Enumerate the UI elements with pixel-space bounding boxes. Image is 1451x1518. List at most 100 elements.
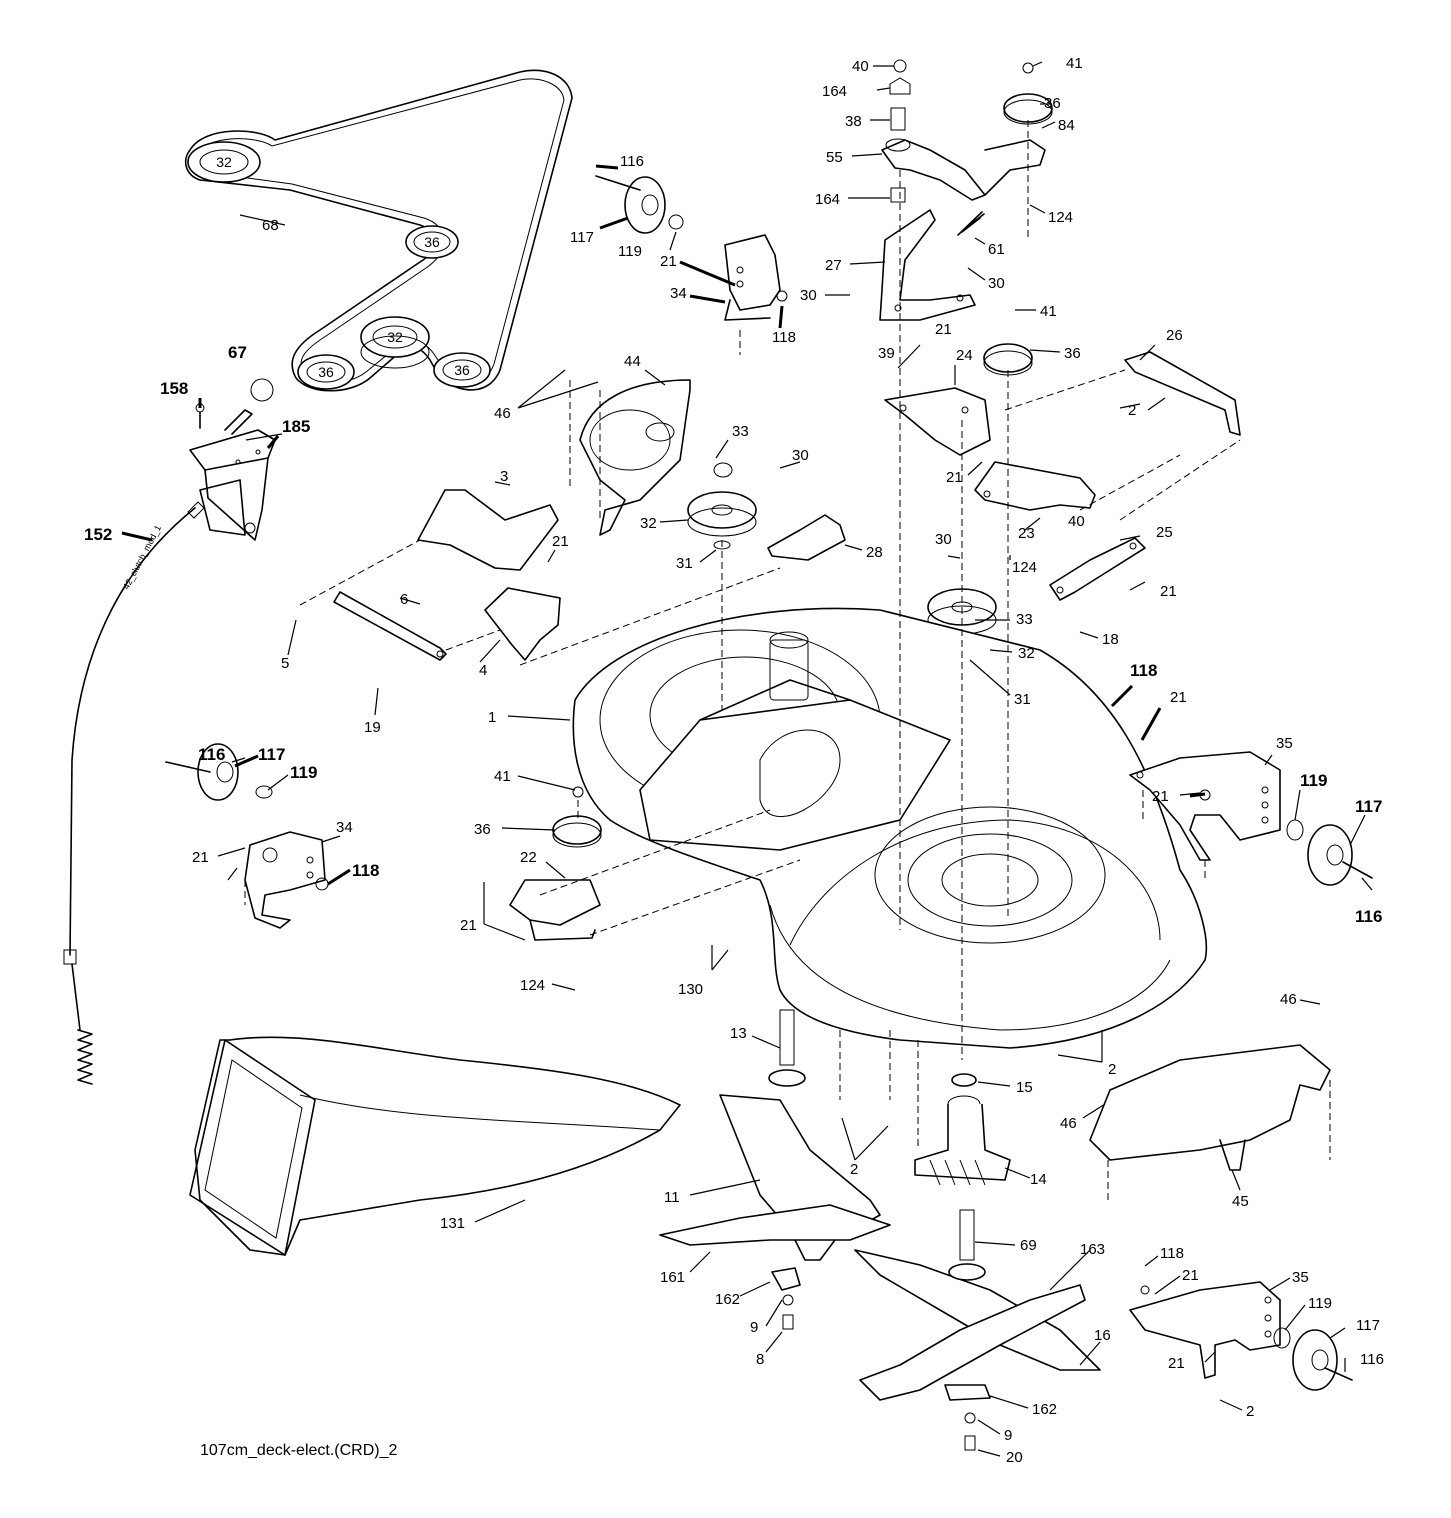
callout-label: 25 (1156, 524, 1173, 541)
callout-label: 34 (670, 285, 687, 302)
callout-label: 26 (1166, 327, 1183, 344)
callout-label: 162 (715, 1291, 740, 1308)
bracket-23 (974, 461, 1096, 511)
callout-label: 39 (878, 345, 895, 362)
callout-label: 2 (1128, 402, 1136, 419)
deflector-chute-deck (639, 679, 951, 851)
callout-labels: 40 41 164 36 38 84 55 164 124 61 27 30 3… (192, 55, 1384, 1466)
spindle-housing-14 (914, 1073, 1011, 1186)
callout-label: 21 (660, 253, 677, 270)
bracket-25 (1049, 537, 1146, 601)
callout-label: 119 (1308, 1295, 1332, 1312)
discharge-chute-131 (189, 1036, 681, 1256)
callout-label: 21 (1168, 1355, 1185, 1372)
callout-label: 55 (826, 149, 843, 166)
callout-label: 158 (160, 379, 188, 398)
callout-label: 36 (474, 821, 491, 838)
pulley-label: 36 (454, 362, 470, 378)
callout-label: 36 (1044, 95, 1061, 112)
bold-leader-lines (121, 164, 1206, 886)
callout-label: 38 (845, 113, 862, 130)
bracket-26 (1124, 351, 1241, 436)
belt-pulley-36-right: 36 (433, 352, 491, 388)
callout-label: 2 (1108, 1061, 1116, 1078)
bracket-27 (879, 209, 976, 321)
bracket-22 (509, 879, 601, 941)
callout-label: 14 (1030, 1171, 1047, 1188)
callout-label: 69 (1020, 1237, 1037, 1254)
pulley-label: 36 (318, 364, 334, 380)
callout-label: 21 (192, 849, 209, 866)
callout-label: 41 (1040, 303, 1057, 320)
callout-label: 116 (1360, 1351, 1384, 1368)
callout-label: 117 (1355, 797, 1382, 816)
callout-label: 41 (1066, 55, 1083, 72)
callout-label: 119 (618, 243, 642, 260)
callout-label: 84 (1058, 117, 1075, 134)
bolt-stack-right (944, 1384, 991, 1451)
callout-label: 21 (1182, 1267, 1199, 1284)
pivot-arm-55 (881, 59, 1046, 203)
callout-label: 34 (336, 819, 353, 836)
idler-arm-35-lower (1129, 1281, 1281, 1379)
callout-label: 31 (676, 555, 693, 572)
callout-label: 41 (494, 768, 511, 785)
bracket-28 (767, 514, 846, 561)
callout-label: 9 (750, 1319, 758, 1336)
callout-label: 18 (1102, 631, 1119, 648)
idler-wheel-117-right (1286, 819, 1373, 886)
idler-arm-35-mid (1129, 751, 1281, 861)
callout-label: 21 (946, 469, 963, 486)
callout-label: 2 (1246, 1403, 1254, 1420)
callout-label: 44 (624, 353, 641, 370)
callout-label: 118 (1160, 1245, 1184, 1262)
alignment-lines (244, 120, 1331, 1200)
callout-label: 30 (800, 287, 817, 304)
idler-wheel-117-left (165, 743, 273, 801)
callout-label: 117 (570, 229, 594, 246)
pulley-label: 36 (424, 234, 440, 250)
callout-label: 30 (935, 531, 952, 548)
callout-label: 162 (1032, 1401, 1057, 1418)
belt-pulley-36-left: 36 (297, 354, 355, 390)
callout-label: 24 (956, 347, 973, 364)
callout-label: 21 (1152, 788, 1169, 805)
callout-label: 21 (460, 917, 477, 934)
callout-label: 185 (282, 417, 310, 436)
part-67-ball (250, 378, 274, 402)
callout-label: 21 (935, 321, 952, 338)
callout-label: 61 (988, 241, 1005, 258)
callout-label: 35 (1292, 1269, 1309, 1286)
callout-label: 21 (1160, 583, 1177, 600)
callout-label: 161 (660, 1269, 685, 1286)
leader-lines (217, 61, 1373, 1457)
pulley-32-center (687, 462, 757, 550)
callout-label: 11 (664, 1189, 680, 1206)
callout-label: 116 (198, 745, 225, 764)
callout-label: 119 (1300, 771, 1327, 790)
idler-arm-34-left (244, 831, 329, 929)
callout-label: 118 (352, 861, 379, 880)
callout-label: 45 (1232, 1193, 1249, 1210)
callout-label: 9 (1004, 1427, 1012, 1444)
pulley-label: 32 (216, 154, 232, 170)
bold-callout-labels: 67 158 185 152 116 117 119 118 118 119 1… (84, 343, 1382, 926)
bracket-24 (884, 387, 991, 456)
belt-pulley-32-center: 32 (360, 316, 430, 369)
callout-label: 31 (1014, 691, 1031, 708)
idler-wheel-117-top (595, 175, 684, 234)
callout-label: 116 (620, 153, 644, 170)
callout-label: 163 (1080, 1241, 1105, 1258)
pulley-36-top-right (1003, 62, 1053, 125)
blade-set-161 (659, 1094, 891, 1261)
baffle-45 (1089, 1044, 1331, 1171)
callout-label: 46 (1060, 1115, 1077, 1132)
callout-label: 118 (772, 329, 796, 346)
callout-label: 21 (1170, 689, 1187, 706)
callout-label: 131 (440, 1215, 465, 1232)
callout-label: 40 (1068, 513, 1085, 530)
spring-61 (957, 211, 985, 236)
idler-arm-34-top (724, 234, 788, 321)
callout-label: 164 (815, 191, 840, 208)
callout-label: 35 (1276, 735, 1293, 752)
